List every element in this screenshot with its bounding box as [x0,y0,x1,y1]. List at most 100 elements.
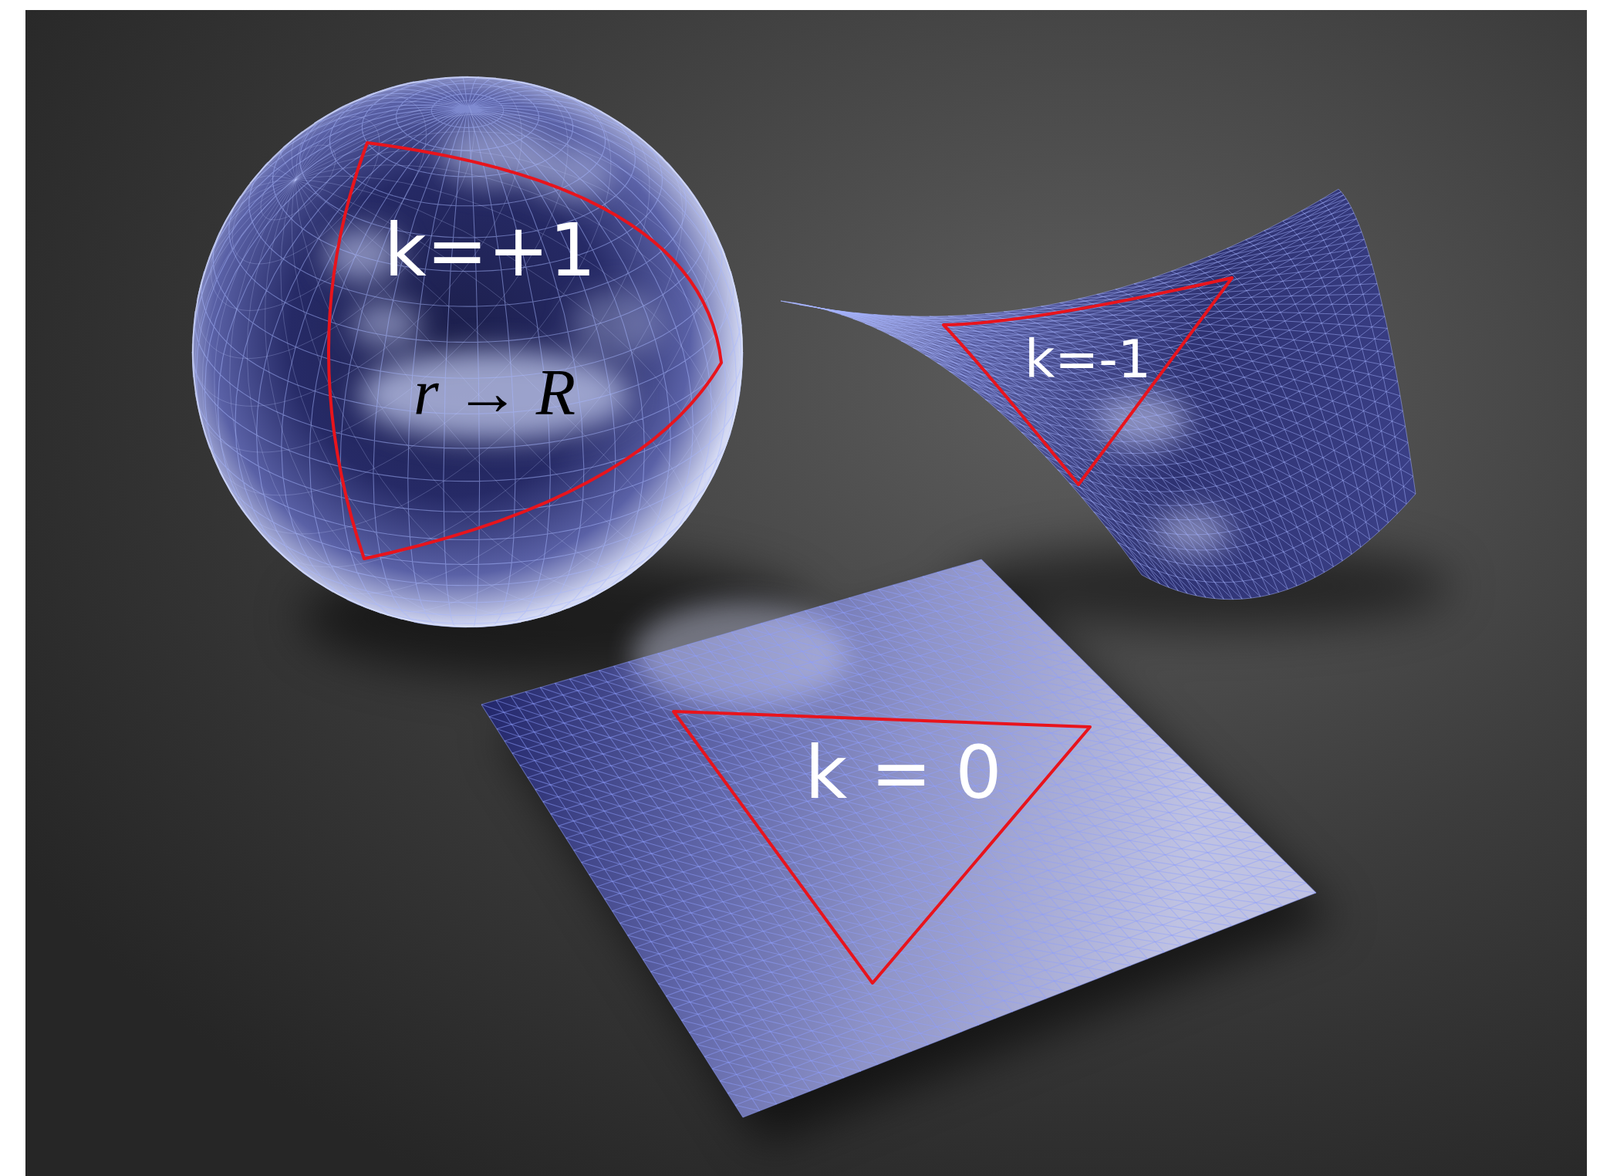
mesh-line [961,380,1280,593]
mesh-line [673,1007,895,1058]
mesh-line [510,695,1297,874]
mesh-line [719,1080,794,1098]
mesh-line [966,563,992,570]
mesh-line [1208,256,1352,555]
mesh-line [1171,271,1334,568]
mesh-line [597,886,1064,992]
mesh-line [1105,526,1169,588]
mesh-line [1245,207,1352,240]
mesh-line [1093,426,1406,535]
mesh-line [877,225,1360,347]
mesh-line [731,631,1149,726]
mesh-line [597,706,1130,887]
mesh-line [924,354,1307,582]
sphere-body [192,76,743,628]
flat-plane [481,559,1317,1118]
mesh-line [1264,230,1380,532]
mesh-line [1115,255,1370,290]
mesh-line [1301,195,1344,212]
mesh-line [681,1019,878,1064]
mesh-line [908,580,1031,609]
mesh-line [1117,542,1161,584]
mesh-line [612,911,1030,1006]
mesh-line [816,307,1389,524]
triangle-outline [943,277,1233,485]
mesh-line [1208,219,1357,257]
triangle-outline [673,711,1091,983]
mesh-line [840,207,1352,331]
sphere-grid [192,76,743,628]
mesh-line [973,389,1270,595]
mesh-line [550,813,1165,952]
mesh-line [1282,199,1347,222]
mesh-line [658,983,929,1045]
mesh-line [1057,381,1398,492]
mesh-line [1033,444,1225,600]
mesh-line [951,567,1002,579]
mesh-line [874,314,1404,412]
mesh-line [1057,469,1206,598]
mesh-line [775,618,1120,696]
mesh-line [1226,248,1361,547]
mesh-line [799,304,1414,476]
mesh-line [1081,496,1188,594]
mesh-line [1152,239,1364,278]
mesh-line [573,850,1114,973]
shadows [300,543,1451,1145]
mesh-line [948,371,1288,590]
mesh-line [1189,225,1359,265]
mesh-line [848,597,1070,649]
mesh-line [1134,246,1368,284]
mesh-line [535,789,1199,939]
mesh-line [665,995,912,1052]
triangle-outline [328,142,722,559]
hyperbolic-triangle: k=-1 [925,262,1250,502]
mesh-line [1264,202,1350,231]
mesh-line [929,316,1396,368]
backdrop [25,10,1587,1176]
mesh-line [1319,192,1341,201]
sphere-rim [192,77,743,627]
mesh-line [696,1044,844,1078]
flat-triangle: k = 0 [655,694,1111,1003]
mesh-line [948,316,1393,355]
mesh-line [688,1032,861,1071]
mesh-line [1319,200,1407,505]
mesh-line [1093,511,1179,591]
sphere [192,76,743,628]
mesh-line [892,315,1197,596]
plane-surface [481,559,1317,1118]
mesh-line [853,318,1361,547]
mesh-line [789,614,1110,687]
mesh-line [804,610,1100,677]
mesh-line [619,922,1013,1012]
mesh-line [997,409,1252,598]
mesh-line [604,898,1047,999]
mesh-line [828,310,1379,532]
mesh-line [712,1068,811,1091]
mesh-line [727,1093,777,1104]
mesh-line [558,657,1081,826]
mesh-line [793,302,1408,504]
sphere-grid [192,76,743,628]
mesh-line [840,314,1371,541]
mesh-line [1301,210,1398,514]
curvature-label: k=-1 [1024,333,1152,386]
curvature-label: k = 0 [804,735,1002,810]
mesh-line [948,316,1225,600]
mesh-line [836,310,1408,443]
mesh-line [745,627,1139,716]
mesh-line [566,667,1091,838]
mesh-line [892,315,1401,396]
mesh-line [566,837,1131,966]
mesh-line [583,674,1247,824]
limit-expression: r → R [413,360,576,426]
mesh-line [864,593,1061,638]
mesh-line [650,971,946,1038]
mesh-line [735,1104,760,1111]
saddle-surface [780,189,1416,600]
curvature-label: k=+1 [384,213,597,287]
mesh-line [496,699,1307,883]
